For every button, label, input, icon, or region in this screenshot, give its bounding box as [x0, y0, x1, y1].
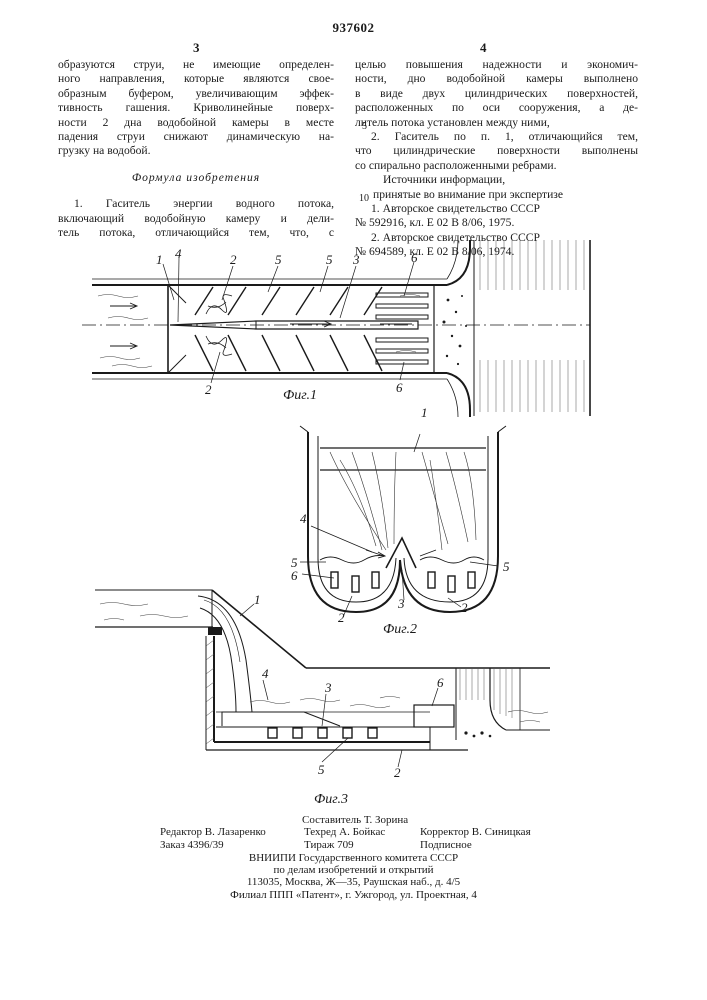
fig2-callout: 4: [300, 511, 307, 527]
fig3-callout: 1: [254, 592, 261, 608]
footer-circulation: Тираж 709: [304, 839, 354, 852]
footer-techred: Техред А. Бойкас: [304, 826, 385, 839]
figure-3-drawing: [95, 590, 550, 767]
footer-branch: Филиал ППП «Патент», г. Ужгород, ул. Про…: [0, 889, 707, 902]
fig3-callout: 6: [437, 675, 444, 691]
fig1-callout: 6: [396, 380, 403, 396]
fig2-callout: 1: [421, 405, 428, 421]
footer-order: Заказ 4396/39: [160, 839, 224, 852]
fig2-callout: 3: [398, 596, 405, 612]
fig1-callout: 6: [411, 250, 418, 266]
figure-2-drawing: [300, 426, 506, 617]
footer-subscription: Подписное: [420, 839, 472, 852]
fig1-callout: 5: [275, 252, 282, 268]
fig1-callout: 2: [205, 382, 212, 398]
footer-compiler: Составитель Т. Зорина: [302, 814, 408, 827]
figure-2-caption: Фиг.2: [383, 622, 417, 638]
footer-org-2: по делам изобретений и открытий: [0, 864, 707, 877]
fig1-callout: 2: [230, 252, 237, 268]
fig3-callout: 5: [318, 762, 325, 778]
fig2-callout: 2: [338, 610, 345, 626]
fig3-callout: 3: [325, 680, 332, 696]
fig1-callout: 5: [326, 252, 333, 268]
fig1-callout: 3: [353, 252, 360, 268]
fig1-callout: 1: [156, 252, 163, 268]
fig2-callout: 5: [503, 559, 510, 575]
fig2-callout: 6: [291, 568, 298, 584]
fig3-callout: 2: [394, 765, 401, 781]
footer-corrector: Корректор В. Синицкая: [420, 826, 531, 839]
fig2-callout: 2: [461, 600, 468, 616]
footer-address: 113035, Москва, Ж—35, Раушская наб., д. …: [0, 876, 707, 889]
footer-org-1: ВНИИПИ Государственного комитета СССР: [0, 852, 707, 865]
fig3-callout: 4: [262, 666, 269, 682]
fig1-callout: 4: [175, 246, 182, 262]
figure-3-caption: Фиг.3: [314, 792, 348, 808]
footer-editor: Редактор В. Лазаренко: [160, 826, 266, 839]
figure-1-caption: Фиг.1: [283, 388, 317, 404]
